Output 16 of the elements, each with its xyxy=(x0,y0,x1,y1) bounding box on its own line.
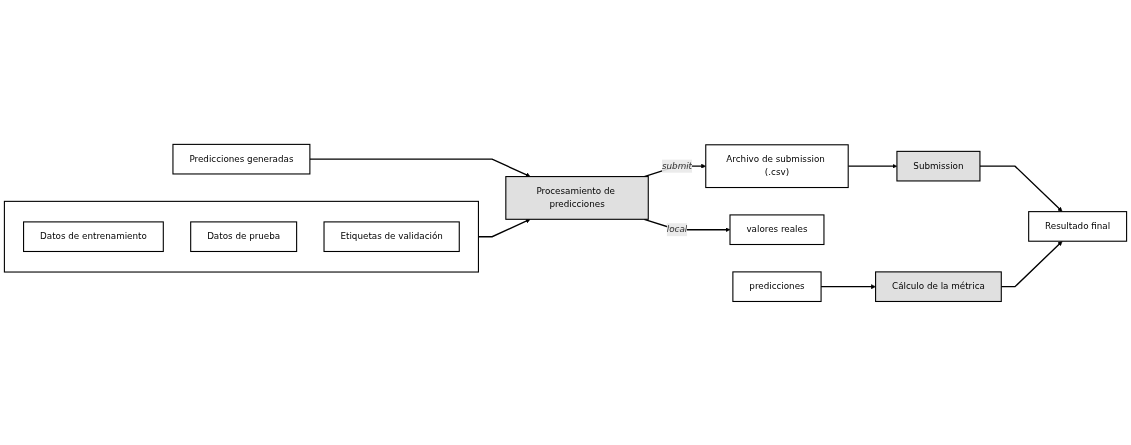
node-box: Datos de entrenamiento xyxy=(23,220,164,252)
node-box: Procesamiento de predicciones xyxy=(505,175,649,220)
node-box: Cálculo de la métrica xyxy=(875,270,1002,302)
node-box: Archivo de submission (.csv) xyxy=(705,143,849,188)
arrow xyxy=(309,158,531,177)
node-box: Datos de prueba xyxy=(190,220,298,252)
cluster xyxy=(3,200,479,273)
node-box: Etiquetas de validación xyxy=(323,220,460,252)
node-box: Resultado final xyxy=(1028,210,1128,242)
node-box: valores reales xyxy=(729,213,825,245)
node-box: predicciones xyxy=(732,270,822,302)
node-box: Predicciones generadas xyxy=(172,143,311,175)
arrow xyxy=(979,165,1063,212)
edge-label: local xyxy=(666,223,688,235)
node-box: Submission xyxy=(896,150,981,182)
edge-label: submit xyxy=(661,160,693,171)
